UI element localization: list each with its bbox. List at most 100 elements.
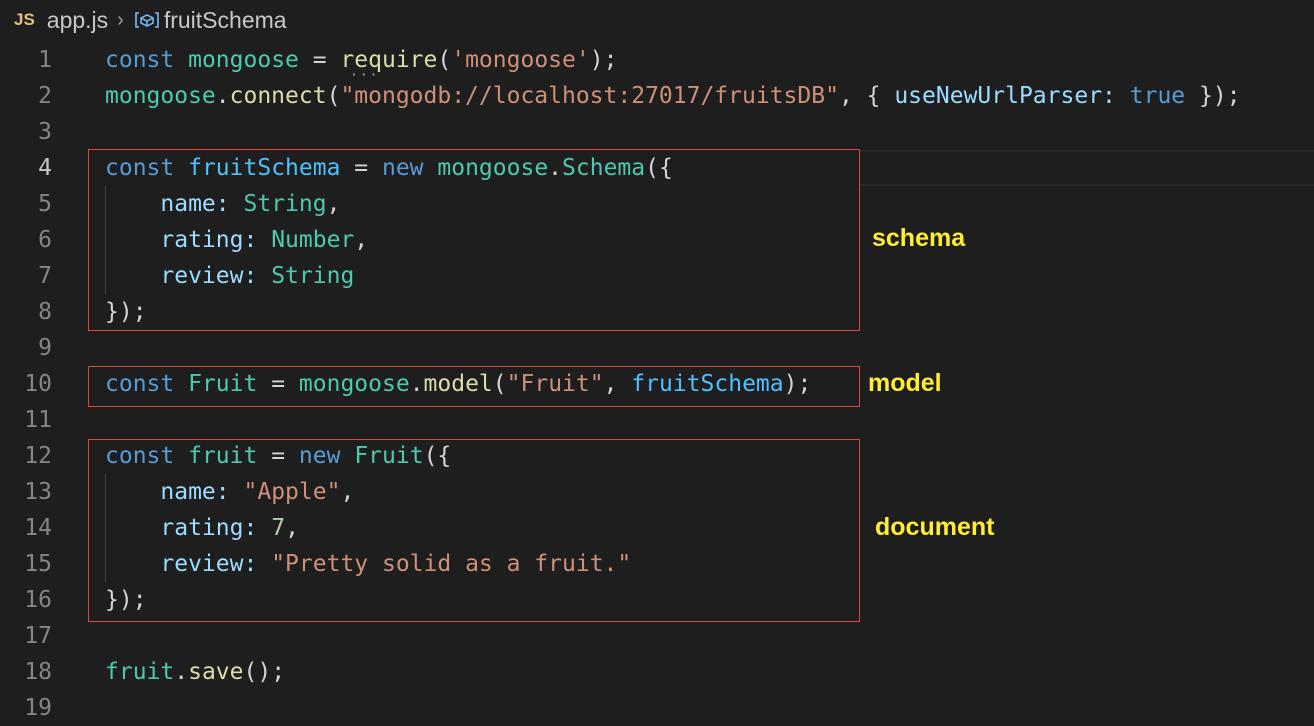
code-line[interactable]: 13 name: "Apple", xyxy=(0,474,1314,510)
code-line[interactable]: 15 review: "Pretty solid as a fruit." xyxy=(0,546,1314,582)
code-line[interactable]: 16}); xyxy=(0,582,1314,618)
code-token: mongoose xyxy=(437,155,549,181)
code-token: String xyxy=(271,263,355,289)
code-token: true xyxy=(1129,83,1186,109)
line-code: rating: Number, xyxy=(105,222,368,258)
code-line[interactable]: 8}); xyxy=(0,294,1314,330)
line-number: 4 xyxy=(38,155,52,181)
code-line[interactable]: 9 xyxy=(0,330,1314,366)
code-editor[interactable]: 1 const mongoose = require('mongoose'); 2 m… xyxy=(0,42,1314,721)
code-token: "Apple" xyxy=(243,479,341,505)
code-token: "Fruit" xyxy=(506,371,604,397)
code-token: model xyxy=(423,371,493,397)
code-token: = xyxy=(340,155,382,181)
code-token: . xyxy=(215,83,230,109)
code-token: name xyxy=(160,191,216,217)
chevron-right-icon: › xyxy=(117,8,124,31)
code-token: : xyxy=(1102,83,1116,109)
symbol-variable-icon xyxy=(135,12,159,28)
code-line[interactable]: 6 rating: Number, xyxy=(0,222,1314,258)
line-number: 14 xyxy=(24,515,52,541)
line-number: 6 xyxy=(38,227,52,253)
code-line[interactable]: 4 const fruitSchema = new mongoose.Schema… xyxy=(0,150,1314,186)
line-number: 12 xyxy=(24,443,52,469)
code-token xyxy=(1116,83,1130,109)
line-code: const fruitSchema = new mongoose.Schema(… xyxy=(105,150,673,186)
code-token xyxy=(174,47,188,73)
line-code: }); xyxy=(105,294,147,330)
line-code: }); xyxy=(105,582,147,618)
annotation-schema: schema xyxy=(872,224,966,252)
code-token: = xyxy=(257,371,299,397)
code-token: ( xyxy=(326,83,341,109)
code-token: String xyxy=(243,191,327,217)
annotation-document: document xyxy=(875,513,995,541)
line-code: name: String, xyxy=(105,186,340,222)
line-number: 16 xyxy=(24,587,52,613)
code-token: const xyxy=(105,371,175,397)
line-number: 3 xyxy=(38,119,52,145)
indent-guide xyxy=(105,474,106,582)
document-highlight-box xyxy=(88,439,860,622)
code-token: rating xyxy=(160,227,244,253)
code-token: . xyxy=(548,155,563,181)
code-token: rating xyxy=(160,515,244,541)
javascript-file-icon: JS xyxy=(14,10,35,29)
breadcrumb: JS app.js › fruitSchema xyxy=(0,0,1314,40)
code-line[interactable]: 5 name: String, xyxy=(0,186,1314,222)
code-token: : xyxy=(215,479,230,505)
line-number: 9 xyxy=(38,335,52,361)
code-token: "mongodb://localhost:27017/fruitsDB" xyxy=(340,83,839,109)
code-token: new xyxy=(298,443,341,469)
indent-guide xyxy=(105,186,106,294)
code-line[interactable]: 14 rating: 7, xyxy=(0,510,1314,546)
code-line[interactable]: 17 xyxy=(0,618,1314,654)
code-token: : xyxy=(243,551,258,577)
code-token: save xyxy=(188,659,244,685)
breadcrumb-symbol[interactable]: fruitSchema xyxy=(163,6,287,33)
code-token: ( xyxy=(492,371,507,397)
line-number: 15 xyxy=(24,551,52,577)
code-line[interactable]: 2 mongoose.connect("mongodb://localhost:2… xyxy=(0,78,1314,114)
line-code: review: String xyxy=(105,258,354,294)
code-token: (); xyxy=(243,659,286,685)
code-token: 7 xyxy=(271,515,286,541)
code-line[interactable]: 3 xyxy=(0,114,1314,150)
code-line[interactable]: 19 xyxy=(0,690,1314,726)
code-token: }); xyxy=(1185,83,1241,109)
code-token: : xyxy=(243,263,258,289)
annotation-model: model xyxy=(868,369,942,397)
code-token: fruit xyxy=(105,659,175,685)
code-token: : xyxy=(215,191,230,217)
code-token: }); xyxy=(105,299,147,325)
line-code: mongoose.connect("mongodb://localhost:27… xyxy=(105,78,1241,114)
code-token: new xyxy=(381,155,424,181)
line-code: const Fruit = mongoose.model("Fruit", fr… xyxy=(105,366,811,402)
schema-highlight-box xyxy=(88,149,860,331)
code-line[interactable]: 1 const mongoose = require('mongoose'); xyxy=(0,42,1314,78)
code-token: fruitSchema xyxy=(631,371,784,397)
code-token: Schema xyxy=(562,155,646,181)
code-token: . xyxy=(174,659,189,685)
breadcrumb-file[interactable]: app.js xyxy=(46,6,109,33)
code-line[interactable]: 7 review: String xyxy=(0,258,1314,294)
code-token: review xyxy=(160,551,244,577)
code-token: require xyxy=(340,47,438,73)
code-token: fruitSchema xyxy=(188,155,341,181)
line-number: 5 xyxy=(38,191,52,217)
line-number: 1 xyxy=(38,47,52,73)
code-token: . xyxy=(409,371,424,397)
code-token: ); xyxy=(783,371,812,397)
line-code: rating: 7, xyxy=(105,510,299,546)
code-token: name xyxy=(160,479,216,505)
code-token: , xyxy=(354,227,369,253)
code-token: ); xyxy=(589,47,618,73)
line-code: const mongoose = require('mongoose'); xyxy=(105,42,617,78)
code-token: : xyxy=(243,227,258,253)
line-number: 2 xyxy=(38,83,52,109)
code-token: Fruit xyxy=(354,443,424,469)
code-line[interactable]: 11 xyxy=(0,402,1314,438)
